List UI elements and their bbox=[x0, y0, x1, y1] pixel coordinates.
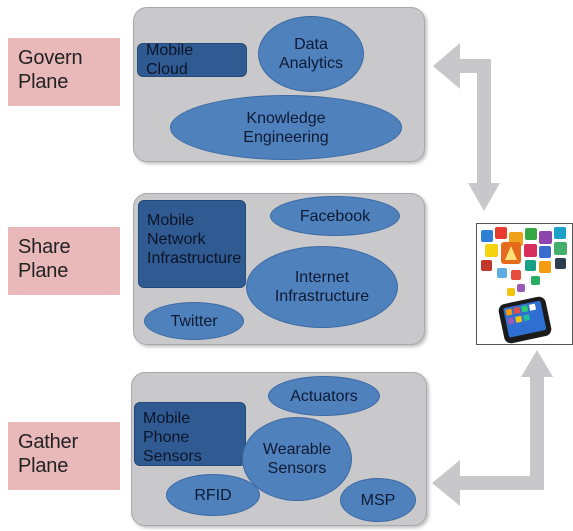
mobile-cloud-box: Mobile Cloud bbox=[137, 42, 247, 78]
smartphone-apps-icon bbox=[481, 227, 567, 344]
actuators-ellipse: Actuators bbox=[268, 376, 380, 416]
govern-plane-label: Govern Plane bbox=[8, 38, 120, 106]
smartphone-apps-image bbox=[476, 223, 573, 345]
mobile-network-box: Mobile Network Infrastructure bbox=[138, 200, 246, 288]
internet-infrastructure-ellipse: Internet Infrastructure bbox=[246, 246, 398, 328]
mobile-phone-sensors-box: Mobile Phone Sensors bbox=[134, 402, 246, 466]
govern-arrow-icon bbox=[433, 43, 500, 211]
wearable-sensors-ellipse: Wearable Sensors bbox=[242, 417, 352, 501]
gather-plane-label: Gather Plane bbox=[8, 422, 120, 490]
msp-ellipse: MSP bbox=[340, 478, 416, 522]
knowledge-engineering-ellipse: Knowledge Engineering bbox=[170, 95, 402, 160]
twitter-ellipse: Twitter bbox=[144, 302, 244, 340]
facebook-ellipse: Facebook bbox=[270, 196, 400, 236]
share-plane-label: Share Plane bbox=[8, 227, 120, 295]
gather-arrow-icon bbox=[432, 350, 553, 506]
data-analytics-ellipse: Data Analytics bbox=[258, 16, 364, 92]
rfid-ellipse: RFID bbox=[166, 474, 260, 516]
